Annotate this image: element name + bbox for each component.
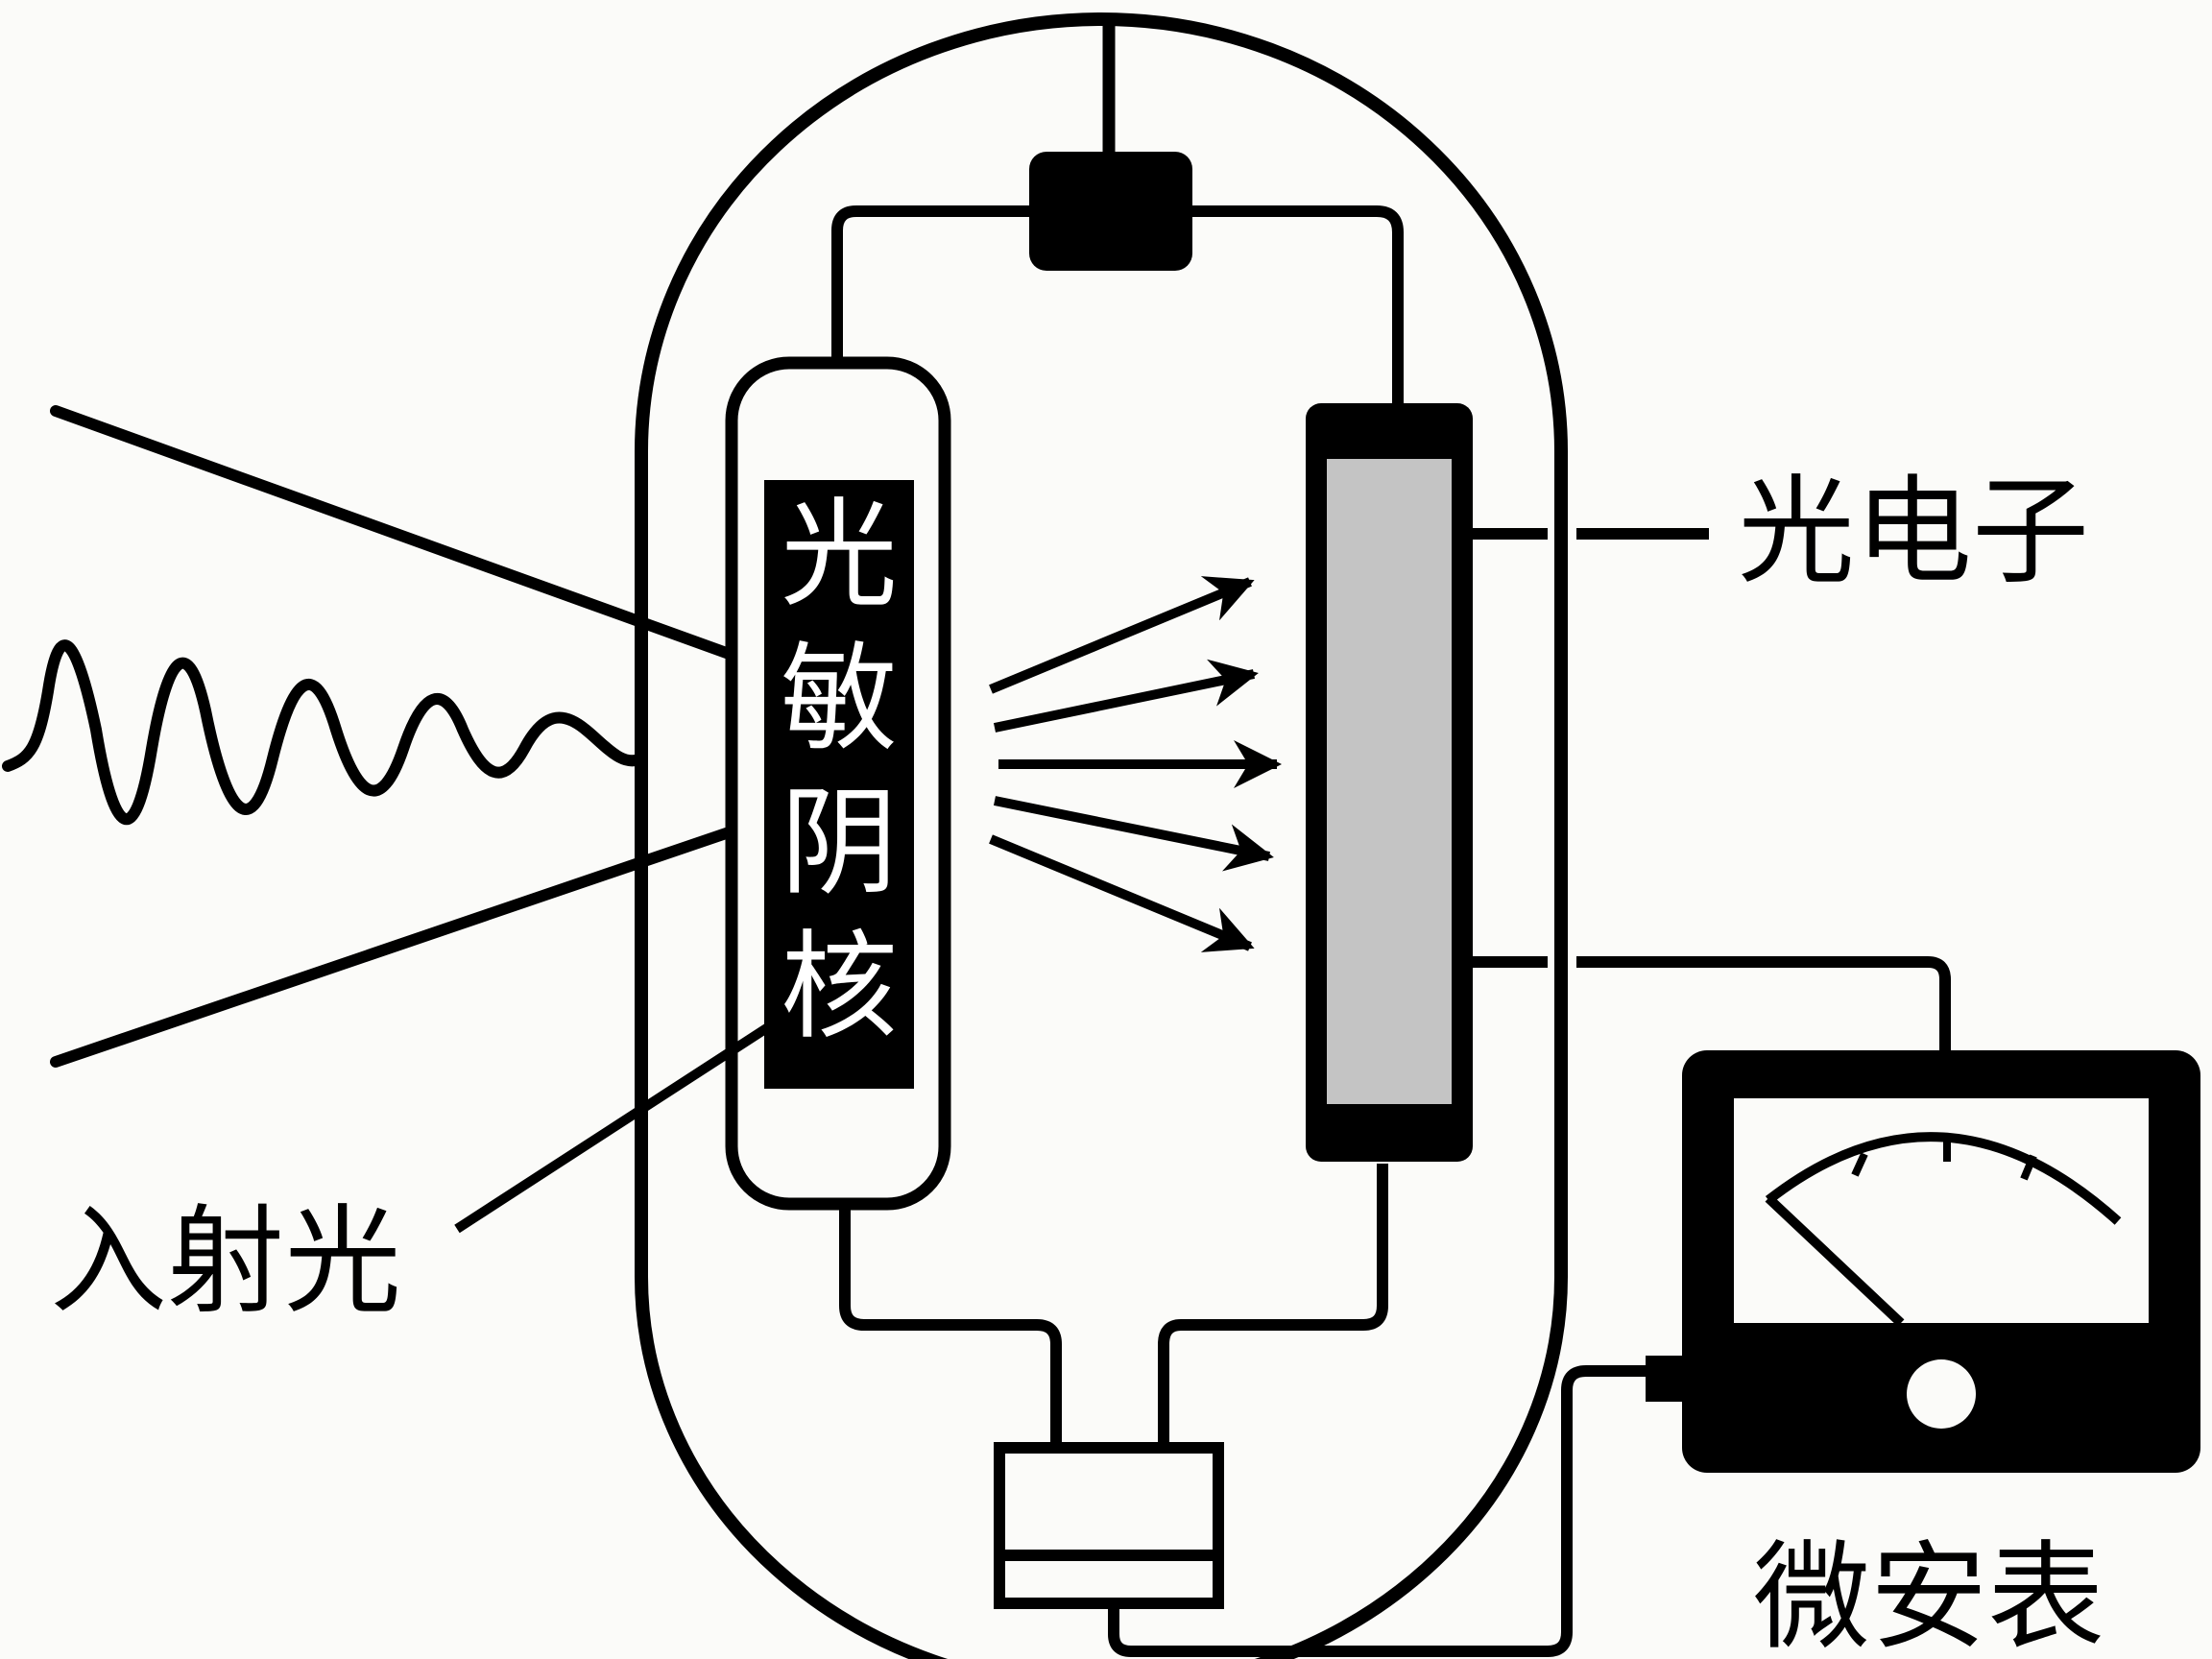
electron-arrow-1 (989, 576, 1255, 694)
base-connector-lower (994, 1550, 1224, 1609)
bottom-wire-right (1158, 1164, 1388, 1448)
light-ray-upper (50, 405, 737, 661)
meter-tick-1 (1851, 1152, 1868, 1177)
meter-scale-arc (1765, 1132, 2122, 1225)
light-ray-lower (50, 826, 737, 1068)
cathode-char-1: 光 (781, 487, 898, 623)
cathode-char-2: 敏 (781, 631, 898, 767)
electron-arrow-5 (989, 834, 1255, 952)
anode-to-meter-wire (1473, 956, 1951, 1056)
base-to-meter-wire (1108, 1365, 1649, 1657)
base-connector-upper (994, 1442, 1224, 1561)
cathode-char-4: 核 (781, 919, 898, 1055)
light-wave (2, 639, 647, 826)
bottom-wire-left (839, 1204, 1062, 1448)
electron-arrow-4 (994, 796, 1274, 872)
cathode-label-bg (764, 480, 914, 1089)
photoelectron-arrows (989, 576, 1282, 952)
top-connector (1029, 152, 1192, 271)
cathode-label: 光 敏 阴 核 (781, 487, 898, 1055)
label-incident-light: 入射光 (50, 1193, 401, 1330)
cathode-char-3: 阴 (781, 775, 898, 911)
meter-face (1734, 1098, 2149, 1323)
meter-needle (1765, 1194, 1905, 1327)
meter-terminal (1646, 1356, 1684, 1402)
meter-knob (1907, 1359, 1976, 1429)
electron-arrow-2 (993, 659, 1259, 733)
top-wire (831, 205, 1404, 403)
label-microammeter: 微安表 (1753, 1529, 2104, 1659)
meter-tick-3 (2020, 1154, 2037, 1181)
label-photoelectron: 光电子 (1738, 464, 2089, 600)
incident-light-leader (454, 1022, 771, 1234)
anode-inner (1327, 459, 1452, 1104)
microammeter (1646, 1050, 2200, 1473)
glass-envelope (635, 12, 1568, 1659)
